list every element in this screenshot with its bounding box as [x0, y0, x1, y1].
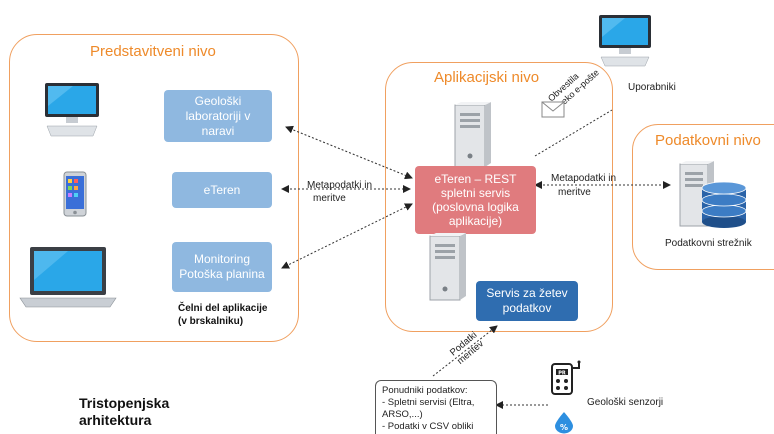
providers-item-web-services: - Spletni servisi (Eltra, — [382, 397, 475, 408]
database-server-icon — [679, 161, 747, 228]
data-collection-box: Servis za žetev podatkov — [476, 281, 578, 321]
database-server-label: Podatkovni strežnik — [665, 238, 752, 249]
providers-item-csv: - Podatki v CSV obliki — [382, 421, 474, 432]
eteren-box: eTeren — [172, 172, 272, 208]
data-tier-title: Podatkovni nivo — [655, 132, 761, 149]
architecture-title-line2: arhitektura — [79, 412, 152, 428]
metadata-right-label-line2: meritve — [558, 187, 591, 198]
data-collection-line2: podatkov — [502, 301, 552, 315]
sensor-badge: PR — [558, 371, 566, 377]
eteren-label: eTeren — [203, 182, 241, 197]
users-computer-icon — [599, 15, 651, 67]
smartphone-icon — [63, 171, 87, 217]
providers-item-arso: ARSO,...) — [382, 409, 423, 420]
geological-labs-label: Geološki laboratoriji v naravi — [185, 93, 251, 138]
architecture-title-line1: Tristopenjska — [79, 395, 170, 411]
rest-service-line4: aplikacije) — [448, 214, 503, 228]
frontend-label-line1: Čelni del aplikacije — [178, 303, 268, 314]
geological-labs-box: Geološki laboratoriji v naravi — [164, 90, 272, 142]
frontend-label-line2: (v brskalniku) — [178, 316, 244, 327]
monitoring-label: Monitoring Potoška planina — [179, 252, 265, 281]
envelope-icon — [541, 101, 565, 118]
application-tier-title: Aplikacijski nivo — [434, 69, 540, 86]
rest-service-line3: (poslovna logika — [432, 200, 519, 214]
rest-service-box: eTeren – REST spletni servis (poslovna l… — [415, 166, 536, 234]
svg-text:%: % — [560, 423, 568, 432]
presentation-tier-title: Predstavitveni nivo — [90, 43, 216, 60]
rest-service-line1: eTeren – REST — [434, 172, 517, 186]
geological-sensors-label: Geološki senzorji — [587, 397, 664, 408]
metadata-right-label-line1: Metapodatki in — [551, 173, 617, 184]
laptop-icon — [19, 247, 117, 308]
data-collection-line1: Servis za žetev — [486, 286, 568, 300]
metadata-left-label-line2: meritve — [313, 193, 346, 204]
data-providers-box: Ponudniki podatkov: - Spletni servisi (E… — [375, 380, 497, 434]
server-tower-icon — [454, 102, 491, 168]
monitoring-box: Monitoring Potoška planina — [172, 242, 272, 292]
collection-server-icon — [429, 233, 466, 301]
desktop-computer-icon — [45, 83, 99, 137]
metadata-left-label-line1: Metapodatki in — [307, 180, 373, 191]
architecture-title: Tristopenjska arhitektura — [79, 395, 169, 429]
rest-service-line2: spletni servis — [440, 186, 511, 200]
users-label: Uporabniki — [628, 82, 676, 93]
providers-title: Ponudniki podatkov: — [382, 385, 468, 396]
sensor-device-icon: PR — [551, 360, 581, 395]
water-drop-percent-icon: % — [555, 412, 573, 434]
